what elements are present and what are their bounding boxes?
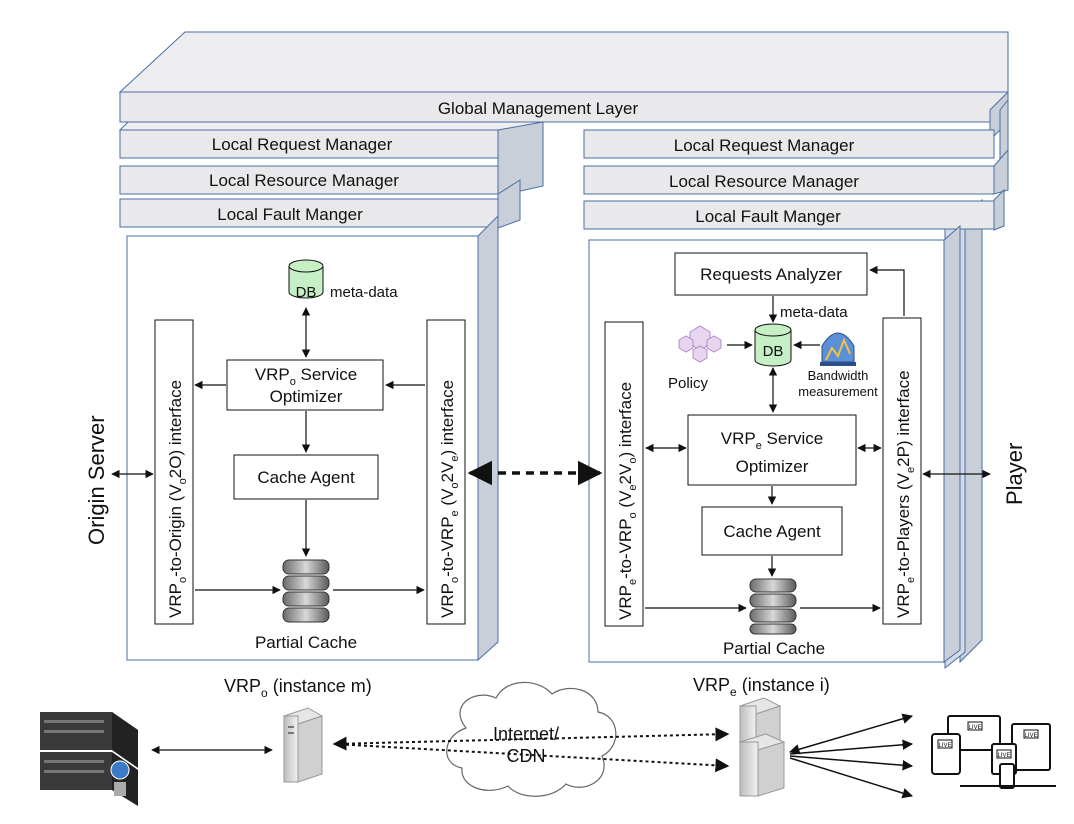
policy-icon bbox=[678, 325, 722, 363]
vrp-e-optimizer-label: VRPe Service bbox=[721, 429, 824, 452]
right-fault-manager: Local Fault Manger bbox=[695, 207, 841, 226]
live-badge-2: LIVE bbox=[1024, 733, 1037, 739]
vrp-e-arrows bbox=[645, 265, 991, 613]
left-request-manager: Local Request Manager bbox=[212, 135, 393, 154]
right-resource-manager: Local Resource Manager bbox=[669, 172, 859, 191]
vrp-e-vrp-o-interface-label: VRPe-to-VRPo (Ve2Vo) interface bbox=[616, 382, 639, 620]
vrp-o-meta-label: meta-data bbox=[330, 284, 398, 301]
vrp-e-db: DB bbox=[754, 323, 792, 367]
vrp-o-partial-cache-icon bbox=[282, 559, 330, 623]
vrp-o-vrp-e-interface: VRPo-to-VRPe (Vo2Ve) interface bbox=[426, 319, 466, 625]
vrp-e-vrp-o-interface: VRPe-to-VRPo (Ve2Vo) interface bbox=[604, 321, 644, 627]
cloud-label-1: Internet/ bbox=[493, 724, 559, 744]
live-badges: LIVE LIVE LIVE LIVE bbox=[937, 721, 1039, 759]
live-badge-1: LIVE bbox=[968, 725, 981, 731]
left-resource-manager: Local Resource Manager bbox=[209, 171, 399, 190]
vrp-o-db: DB bbox=[288, 259, 324, 301]
vrp-e-instance-label: VRPe (instance i) bbox=[693, 675, 830, 699]
right-request-manager: Local Request Manager bbox=[674, 136, 855, 155]
global-management-layer: Global Management Layer bbox=[118, 31, 1009, 123]
left-fault-manager: Local Fault Manger bbox=[217, 205, 363, 224]
requests-analyzer-box: Requests Analyzer bbox=[674, 252, 868, 296]
vrp-e-cache-agent-label: Cache Agent bbox=[723, 522, 821, 541]
vrp-e-cache-agent: Cache Agent bbox=[701, 506, 843, 556]
live-badge-4: LIVE bbox=[997, 753, 1010, 759]
vrp-o-optimizer-box: VRPo Service Optimizer bbox=[226, 359, 384, 411]
player-links bbox=[788, 713, 914, 799]
vrp-o-cache-agent-label: Cache Agent bbox=[257, 468, 355, 487]
requests-analyzer-label: Requests Analyzer bbox=[700, 265, 842, 284]
vrp-o-db-label: DB bbox=[296, 284, 317, 301]
vrp-e-partial-cache-icon bbox=[749, 578, 797, 635]
vrp-o-instance-label: VRPo (instance m) bbox=[224, 676, 372, 700]
vrp-o-vrp-e-interface-label: VRPo-to-VRPe (Vo2Ve) interface bbox=[438, 380, 461, 618]
bandwidth-label-2: measurement bbox=[798, 384, 878, 399]
vrp-o-optimizer-label: VRPo Service bbox=[255, 365, 358, 388]
cloud-label-2: CDN bbox=[507, 746, 546, 766]
vrp-e-db-label: DB bbox=[763, 343, 784, 360]
global-layer-label: Global Management Layer bbox=[438, 99, 639, 118]
live-badge-3: LIVE bbox=[938, 743, 951, 749]
bandwidth-icon bbox=[820, 332, 856, 366]
vrp-o-partial-cache-label: Partial Cache bbox=[255, 633, 357, 652]
vrp-e-partial-cache-label: Partial Cache bbox=[723, 639, 825, 658]
vrp-e-optimizer-box: VRPe Service Optimizer bbox=[687, 414, 857, 486]
origin-server-icon bbox=[40, 712, 138, 806]
vrp-o-optimizer-line2: Optimizer bbox=[270, 387, 343, 406]
left-layer-stack: Local Request Manager Local Resource Man… bbox=[118, 121, 544, 229]
vrp-e-server-icon bbox=[738, 697, 786, 797]
vrp-o-cache-agent: Cache Agent bbox=[233, 454, 379, 500]
bandwidth-label-1: Bandwidth bbox=[808, 368, 869, 383]
vrp-e-optimizer-line2: Optimizer bbox=[736, 457, 809, 476]
vrp-e-meta-label: meta-data bbox=[780, 304, 848, 321]
player-devices-icon bbox=[931, 715, 1056, 789]
origin-server-label: Origin Server bbox=[84, 415, 109, 545]
vrp-o-origin-interface: VRPo-to-Origin (Vo2O) interface bbox=[154, 319, 194, 625]
vrp-o-arrows bbox=[111, 307, 425, 595]
vrp-o-origin-interface-label: VRPo-to-Origin (Vo2O) interface bbox=[166, 380, 189, 618]
policy-label: Policy bbox=[668, 375, 709, 392]
vrp-e-players-interface: VRPe-to-Players (Ve2P) interface bbox=[882, 317, 922, 625]
player-label: Player bbox=[1002, 443, 1027, 505]
vrp-e-players-interface-label: VRPe-to-Players (Ve2P) interface bbox=[894, 370, 917, 618]
internet-cdn-cloud: Internet/ CDN bbox=[446, 681, 617, 797]
right-layer-stack: Local Request Manager Local Resource Man… bbox=[583, 98, 1009, 231]
vrp-o-server-icon bbox=[282, 707, 324, 783]
